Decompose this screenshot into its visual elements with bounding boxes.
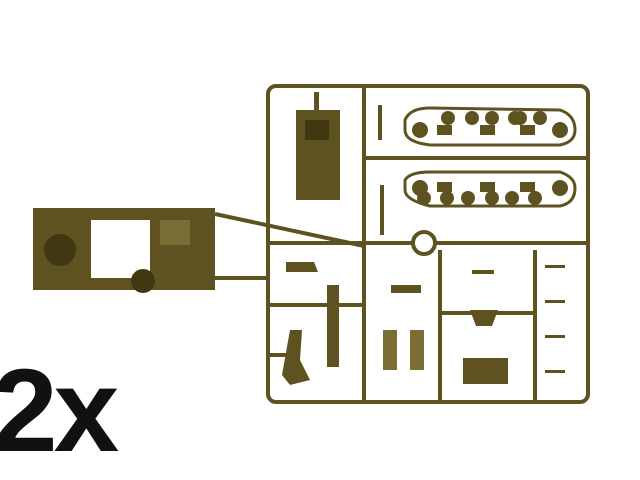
track-wheels — [403, 106, 577, 208]
chassis-part — [33, 208, 215, 293]
sprue-frame — [214, 84, 590, 404]
quantity-label: 2x — [0, 345, 119, 477]
small-parts — [282, 105, 565, 385]
hull-part — [296, 92, 340, 200]
